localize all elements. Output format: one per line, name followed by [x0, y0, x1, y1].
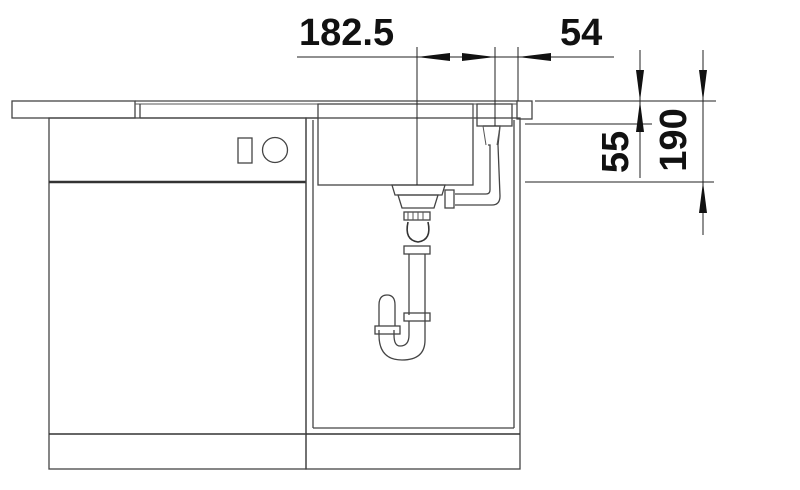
siphon-trap: [374, 221, 431, 361]
dimension-label-182-5: 182.5: [299, 12, 395, 54]
drain-strainer: [391, 184, 446, 221]
overflow-pipe: [444, 125, 501, 209]
control-knob-icon: [261, 136, 289, 164]
control-button-icon: [237, 137, 253, 164]
dimension-label-190: 190: [653, 108, 695, 172]
dimension-label-55: 55: [595, 130, 637, 174]
countertop-left: [11, 100, 136, 119]
dimension-lines: [297, 47, 716, 235]
sink-base-cabinet: [305, 117, 521, 470]
sink-bowl: [317, 103, 513, 186]
dimension-label-54: 54: [560, 12, 603, 54]
countertop-right: [516, 100, 533, 120]
dishwasher-cabinet: [48, 117, 307, 470]
